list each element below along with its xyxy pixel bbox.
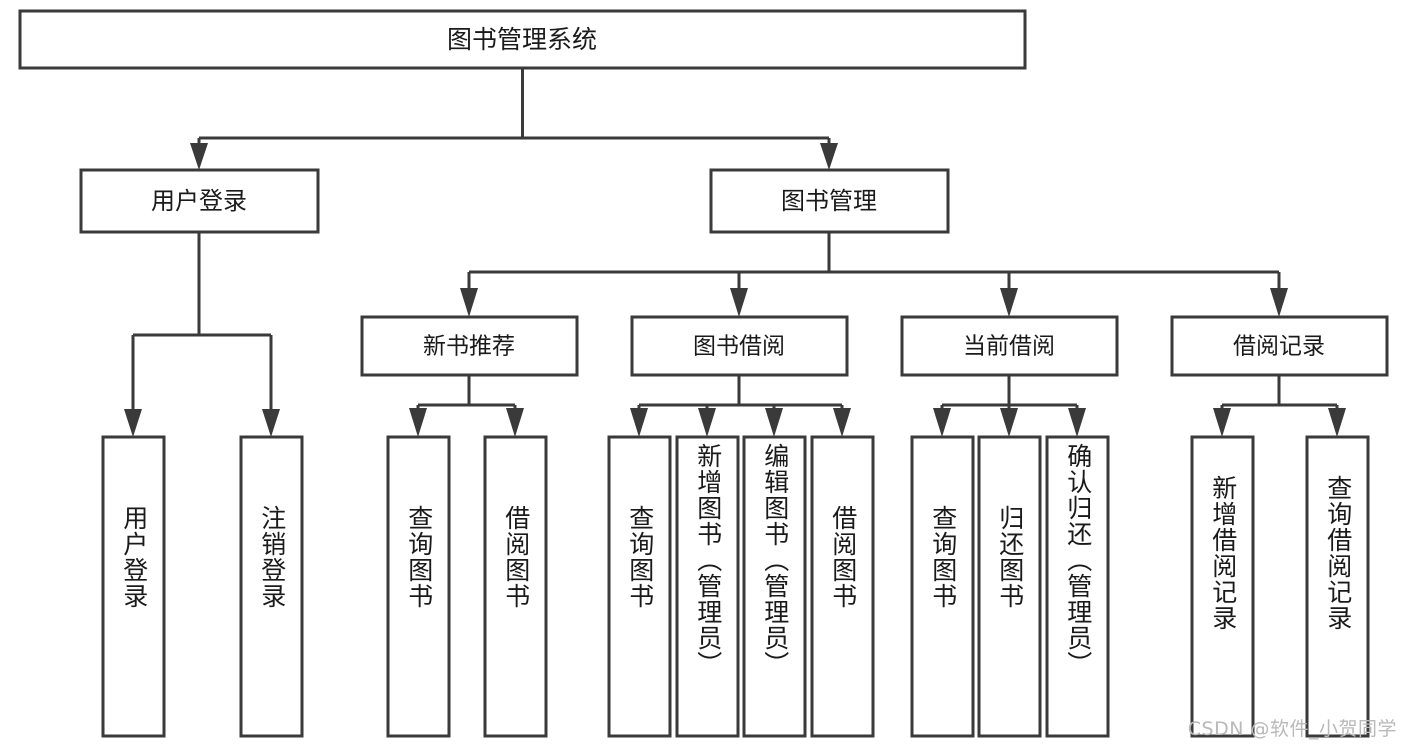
- connector-group-current-borrow: [933, 375, 1086, 437]
- leaf-box-user-login[interactable]: [101, 435, 166, 738]
- arrow-head-leaf-query-book-3: [933, 408, 951, 437]
- node-root-box[interactable]: [18, 9, 1027, 70]
- arrow-head-leaf-query-record: [1328, 408, 1346, 437]
- arrow-head-leaf-query-book-1: [409, 408, 427, 437]
- node-current-borrow[interactable]: 当前借阅: [900, 315, 1119, 377]
- node-new-book-recommend-box[interactable]: [360, 315, 579, 377]
- connector-group-new-book-recommend: [409, 375, 524, 437]
- arrow-head-leaf-query-book-2: [630, 408, 648, 437]
- arrow-head-book-manage: [820, 143, 838, 170]
- connector-group-book-borrow: [630, 375, 851, 437]
- node-borrow-record-label: 借阅记录: [1233, 334, 1325, 360]
- node-user-login-box[interactable]: [79, 168, 320, 234]
- leaf-box-query-book-1[interactable]: [386, 435, 451, 738]
- connector-group-root: [190, 68, 838, 170]
- arrow-head-new-book-recommend: [460, 288, 478, 317]
- leaf-box-return-book[interactable]: [977, 435, 1042, 738]
- leaf-box-edit-book[interactable]: [742, 435, 807, 738]
- node-user-login[interactable]: 用户登录: [79, 168, 320, 234]
- node-root-label: 图书管理系统: [447, 25, 597, 54]
- leaf-box-query-record[interactable]: [1305, 435, 1370, 738]
- arrow-head-leaf-add-record: [1213, 408, 1231, 437]
- connector-group-book-manage: [460, 232, 1288, 317]
- arrow-head-borrow-record: [1270, 288, 1288, 317]
- arrow-head-leaf-user-login: [124, 409, 142, 437]
- connector-group-borrow-record: [1213, 375, 1346, 437]
- leaf-box-borrow-book-2[interactable]: [810, 435, 875, 738]
- node-book-borrow[interactable]: 图书借阅: [630, 315, 849, 377]
- leaf-box-add-record[interactable]: [1190, 435, 1255, 738]
- node-new-book-recommend[interactable]: 新书推荐: [360, 315, 579, 377]
- node-book-manage-label: 图书管理: [781, 187, 877, 215]
- leaf-box-add-book[interactable]: [675, 435, 740, 738]
- node-book-manage-box[interactable]: [709, 168, 950, 234]
- node-current-borrow-label: 当前借阅: [963, 334, 1055, 360]
- arrow-head-leaf-borrow-book-1: [506, 408, 524, 437]
- arrow-head-user-login: [190, 143, 208, 170]
- csdn-watermark: CSDN @软件_小贺同学: [1187, 718, 1397, 740]
- leaf-box-query-book-3[interactable]: [910, 435, 975, 738]
- node-book-borrow-label: 图书借阅: [693, 334, 785, 360]
- node-current-borrow-box[interactable]: [900, 315, 1119, 377]
- node-borrow-record-box[interactable]: [1170, 315, 1389, 377]
- arrow-head-book-borrow: [730, 288, 748, 317]
- leaf-box-logout-login[interactable]: [239, 435, 304, 738]
- node-user-login-label: 用户登录: [151, 187, 247, 215]
- node-root[interactable]: 图书管理系统: [18, 9, 1027, 70]
- arrow-head-leaf-logout-login: [262, 409, 280, 437]
- arrow-head-leaf-edit-book: [765, 408, 783, 437]
- arrow-head-current-borrow: [1000, 288, 1018, 317]
- arrow-head-leaf-borrow-book-2: [833, 408, 851, 437]
- arrow-head-leaf-return-book: [1000, 408, 1018, 437]
- leaf-box-borrow-book-1[interactable]: [483, 435, 548, 738]
- leaf-box-group: [101, 435, 1370, 738]
- arrow-head-leaf-confirm-return: [1068, 408, 1086, 437]
- connector-group-user-login: [124, 232, 280, 437]
- node-book-manage[interactable]: 图书管理: [709, 168, 950, 234]
- node-borrow-record[interactable]: 借阅记录: [1170, 315, 1389, 377]
- node-book-borrow-box[interactable]: [630, 315, 849, 377]
- arrow-head-leaf-add-book: [698, 408, 716, 437]
- leaf-box-query-book-2[interactable]: [607, 435, 672, 738]
- node-new-book-recommend-label: 新书推荐: [423, 334, 515, 360]
- leaf-box-confirm-return[interactable]: [1045, 435, 1110, 738]
